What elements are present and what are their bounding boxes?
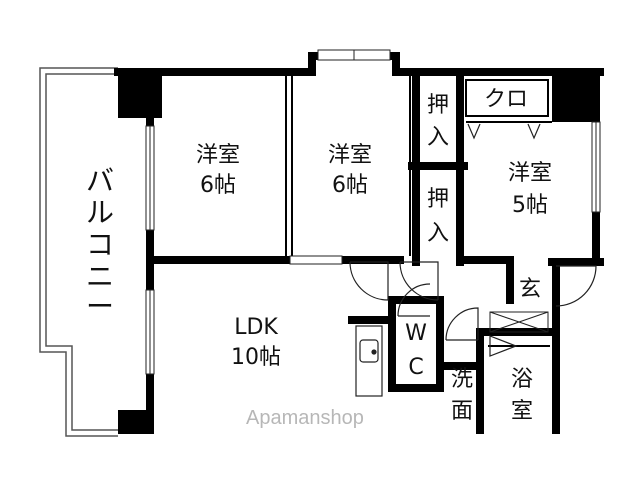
closet-2-label: 押 入 — [427, 187, 449, 246]
room-western-3-size: 5帖 — [512, 193, 548, 218]
room-western-2-name: 洋室 — [328, 143, 372, 168]
svg-text:ル: ル — [86, 196, 114, 229]
clo-label: クロ — [484, 87, 528, 112]
ldk-name: LDK — [234, 315, 278, 340]
bath-label-bottom: 室 — [511, 399, 533, 424]
wc-label-bottom: C — [408, 355, 423, 380]
room-western-3-name: 洋室 — [508, 161, 552, 186]
bath-label-top: 浴 — [511, 367, 533, 392]
closet-1-label: 押 入 — [427, 93, 449, 150]
wc-label-top: W — [405, 321, 427, 346]
svg-text:バ: バ — [86, 164, 114, 197]
partitions — [285, 76, 552, 347]
column — [118, 72, 162, 118]
svg-text:入: 入 — [427, 125, 449, 150]
column — [118, 410, 154, 434]
watermark: Apamanshop — [246, 407, 364, 429]
svg-text:入: 入 — [427, 221, 449, 246]
room-western-2-size: 6帖 — [332, 173, 368, 198]
windows — [145, 49, 601, 375]
svg-text:押: 押 — [427, 93, 449, 118]
svg-text:ニ: ニ — [86, 260, 114, 293]
washroom-label-bottom: 面 — [451, 399, 473, 424]
balcony-outline — [39, 67, 118, 437]
kitchen-sink — [355, 325, 383, 397]
room-western-1-size: 6帖 — [200, 173, 236, 198]
ldk-size: 10帖 — [231, 345, 281, 370]
svg-text:押: 押 — [427, 187, 449, 212]
washroom-label-top: 洗 — [451, 367, 473, 392]
svg-text:コ: コ — [86, 228, 114, 261]
door-swings — [349, 123, 597, 357]
svg-text:ー: ー — [86, 290, 114, 323]
balcony-label: バ ル コ ニ ー — [86, 164, 114, 323]
entrance-label: 玄 — [519, 277, 541, 302]
column — [552, 72, 598, 122]
room-western-1-name: 洋室 — [196, 143, 240, 168]
entrance-floor — [489, 311, 549, 333]
